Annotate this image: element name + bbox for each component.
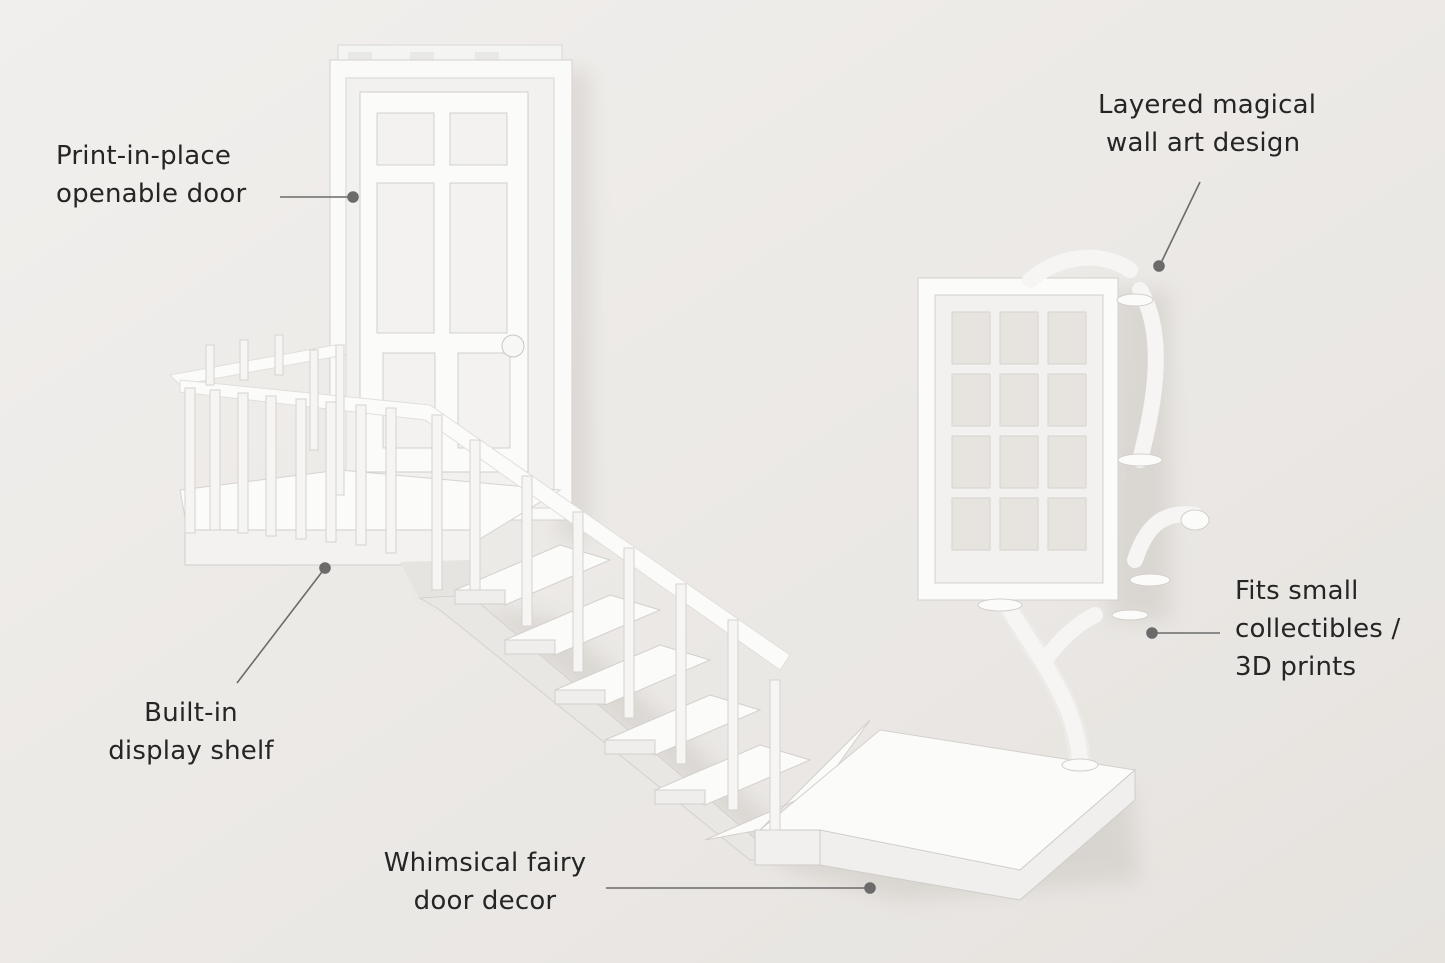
- callout-collectibles-line-2: collectibles /: [1235, 614, 1401, 644]
- callout-shelf-label: Built-in display shelf: [96, 694, 286, 770]
- leader-wall-art: [1159, 181, 1201, 266]
- callout-wall-art-line-2: wall art design: [1106, 128, 1301, 158]
- door-group: [329, 44, 573, 521]
- callout-door-line-1: Print-in-place: [56, 141, 232, 171]
- leader-shelf: [236, 567, 326, 684]
- callout-shelf-line-1: Built-in: [144, 698, 238, 728]
- callout-wall-art-label: Layered magical wall art design: [1098, 86, 1316, 162]
- callout-lines: [236, 181, 1220, 894]
- callout-collectibles-line-1: Fits small: [1235, 576, 1359, 606]
- tree-shelf-pegs: [977, 293, 1210, 772]
- callout-collectibles-line-3: 3D prints: [1235, 652, 1357, 682]
- callout-shelf-line-2: display shelf: [108, 736, 274, 766]
- callout-fairy-line-1: Whimsical fairy: [383, 848, 587, 878]
- callout-wall-art-line-1: Layered magical: [1098, 90, 1317, 120]
- callout-door-line-2: openable door: [56, 179, 247, 209]
- callout-fairy-line-2: door decor: [413, 886, 557, 916]
- callout-door-label: Print-in-place openable door: [56, 137, 246, 213]
- window-group: [917, 277, 1119, 601]
- bottom-platform-shelf: [754, 729, 1137, 901]
- callout-fairy-label: Whimsical fairy door decor: [376, 844, 594, 920]
- railing: [168, 334, 791, 831]
- callout-collectibles-label: Fits small collectibles / 3D prints: [1235, 572, 1400, 686]
